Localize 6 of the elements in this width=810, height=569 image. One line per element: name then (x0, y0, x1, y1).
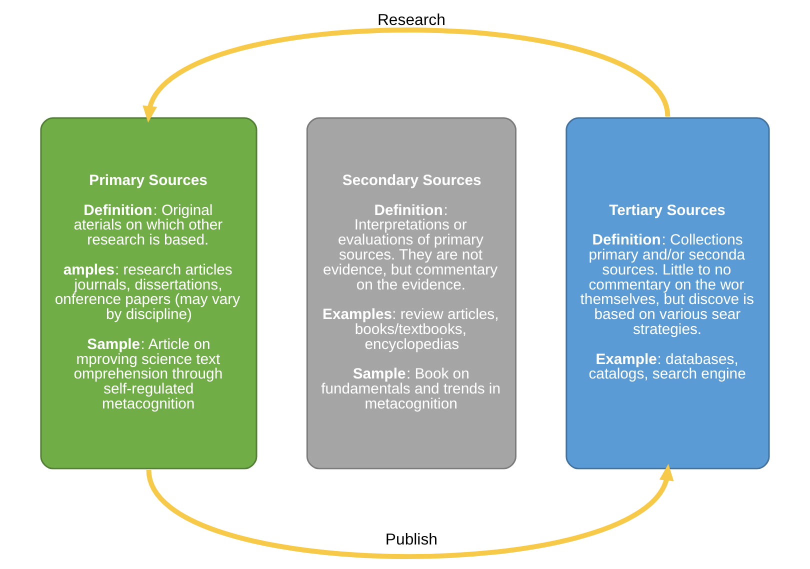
edge-label: Publish (385, 531, 438, 548)
edge-label: Research (377, 12, 446, 29)
node-box: Secondary Sources Definition: Interpretations or evaluations of primary sources. They are not evidence, but commentary on the evidence. Examples: review articles, books/textbooks, encyclopedias Sample: Book on fundamentals and trends in metacognition (306, 117, 516, 470)
node-box: Primary Sources Definition: Original aterials on which other research is based. amples: research articles journals, dissertations, onference papers (may vary by discipline) Sample: Article on mproving science text omprehension through self-regulated metacognition (40, 117, 258, 470)
arrow (146, 464, 674, 559)
node-box: Tertiary Sources Definition: Collections primary and/or seconda sources. Little to no commentary on the wor themselves, but discove is based on various sear strategies. Example: databases, catalogs, search engine (566, 117, 770, 470)
